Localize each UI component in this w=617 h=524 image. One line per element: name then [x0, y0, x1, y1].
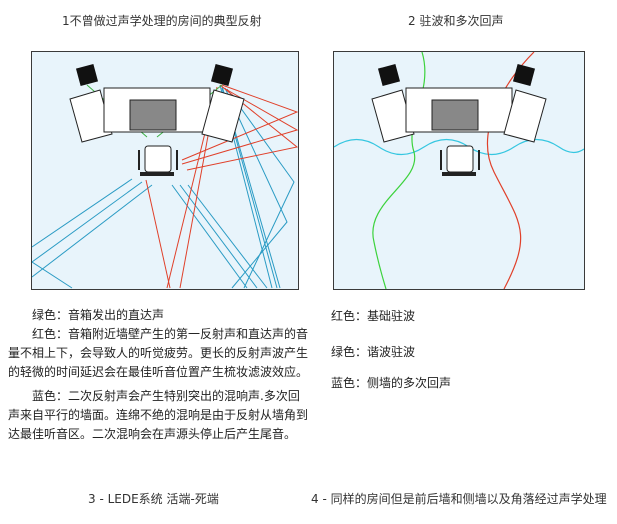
left-speaker-icon: [377, 63, 401, 87]
right-speaker-icon: [210, 63, 234, 87]
red-description: 红色：音箱附近墙壁产生的第一反射声和直达声的音量不相上下，会导致人的听觉疲劳。更…: [8, 327, 309, 379]
reflections-svg: [32, 63, 298, 289]
figure4-caption: 4 - 同样的房间但是前后墙和侧墙以及角落经过声学处理: [311, 492, 607, 506]
listener-chair-icon: [138, 145, 178, 176]
figure2-title: 2 驻波和多次回声: [408, 14, 504, 28]
fundamental-standing-wave: [486, 52, 535, 289]
listener-chair-icon: [440, 145, 480, 176]
figure3-caption: 3 - LEDE系统 活端-死端: [88, 492, 219, 506]
right-speaker-icon: [512, 63, 536, 87]
description-left: 绿色：音箱发出的直达声 红色：音箱附近墙壁产生的第一反射声和直达声的音量不相上下…: [8, 306, 308, 444]
blue-description: 蓝色：二次反射声会产生特别突出的混响声.多次回声来自平行的墙面。连绵不绝的混响是…: [8, 389, 309, 441]
mixing-console-icon: [69, 87, 245, 143]
legend-green: 绿色：谐波驻波: [331, 345, 416, 359]
green-description: 绿色：音箱发出的直达声: [32, 308, 165, 322]
legend-blue: 蓝色：侧墙的多次回声: [331, 376, 452, 390]
left-speaker-icon: [75, 63, 99, 87]
standing-waves-svg: [334, 52, 584, 289]
room-diagram-standing-waves: [333, 51, 585, 290]
figure1-title: 1不曾做过声学处理的房间的典型反射: [62, 14, 262, 28]
legend-red: 红色：基础驻波: [331, 309, 416, 323]
mixing-console-icon: [371, 87, 547, 143]
room-diagram-reflections: [31, 51, 299, 290]
